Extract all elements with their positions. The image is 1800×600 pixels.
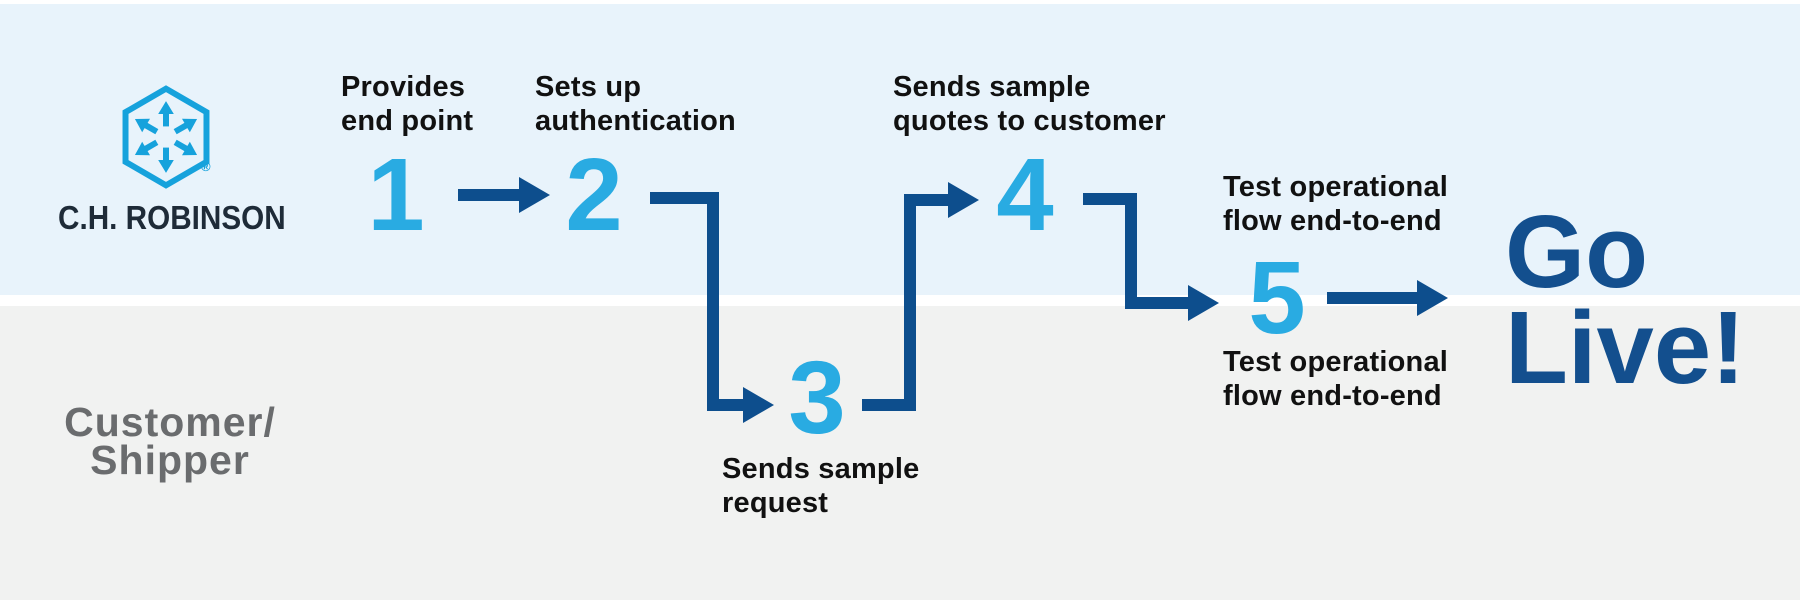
step5-label-above: Test operational flow end-to-end: [1223, 171, 1449, 237]
step3-label: Sends sample request: [722, 453, 920, 519]
step5-label-below: Test operational flow end-to-end: [1223, 346, 1449, 412]
lane-label-customer-shipper: Customer/ Shipper: [64, 399, 276, 483]
step1-number: 1: [367, 137, 425, 252]
go-live-text: Go Live!: [1505, 194, 1746, 405]
step4-label: Sends sample quotes to customer: [893, 71, 1166, 137]
chrobinson-logo-icon: [122, 85, 210, 189]
registered-trademark-symbol: ®: [201, 159, 211, 174]
chrobinson-wordmark: C.H. ROBINSON: [58, 199, 286, 236]
step5-number: 5: [1248, 240, 1306, 355]
step2-label: Sets up authentication: [535, 71, 736, 137]
step2-number: 2: [565, 137, 623, 252]
step4-number: 4: [996, 137, 1054, 252]
step1-label: Provides end point: [341, 71, 474, 137]
step3-number: 3: [788, 340, 846, 455]
